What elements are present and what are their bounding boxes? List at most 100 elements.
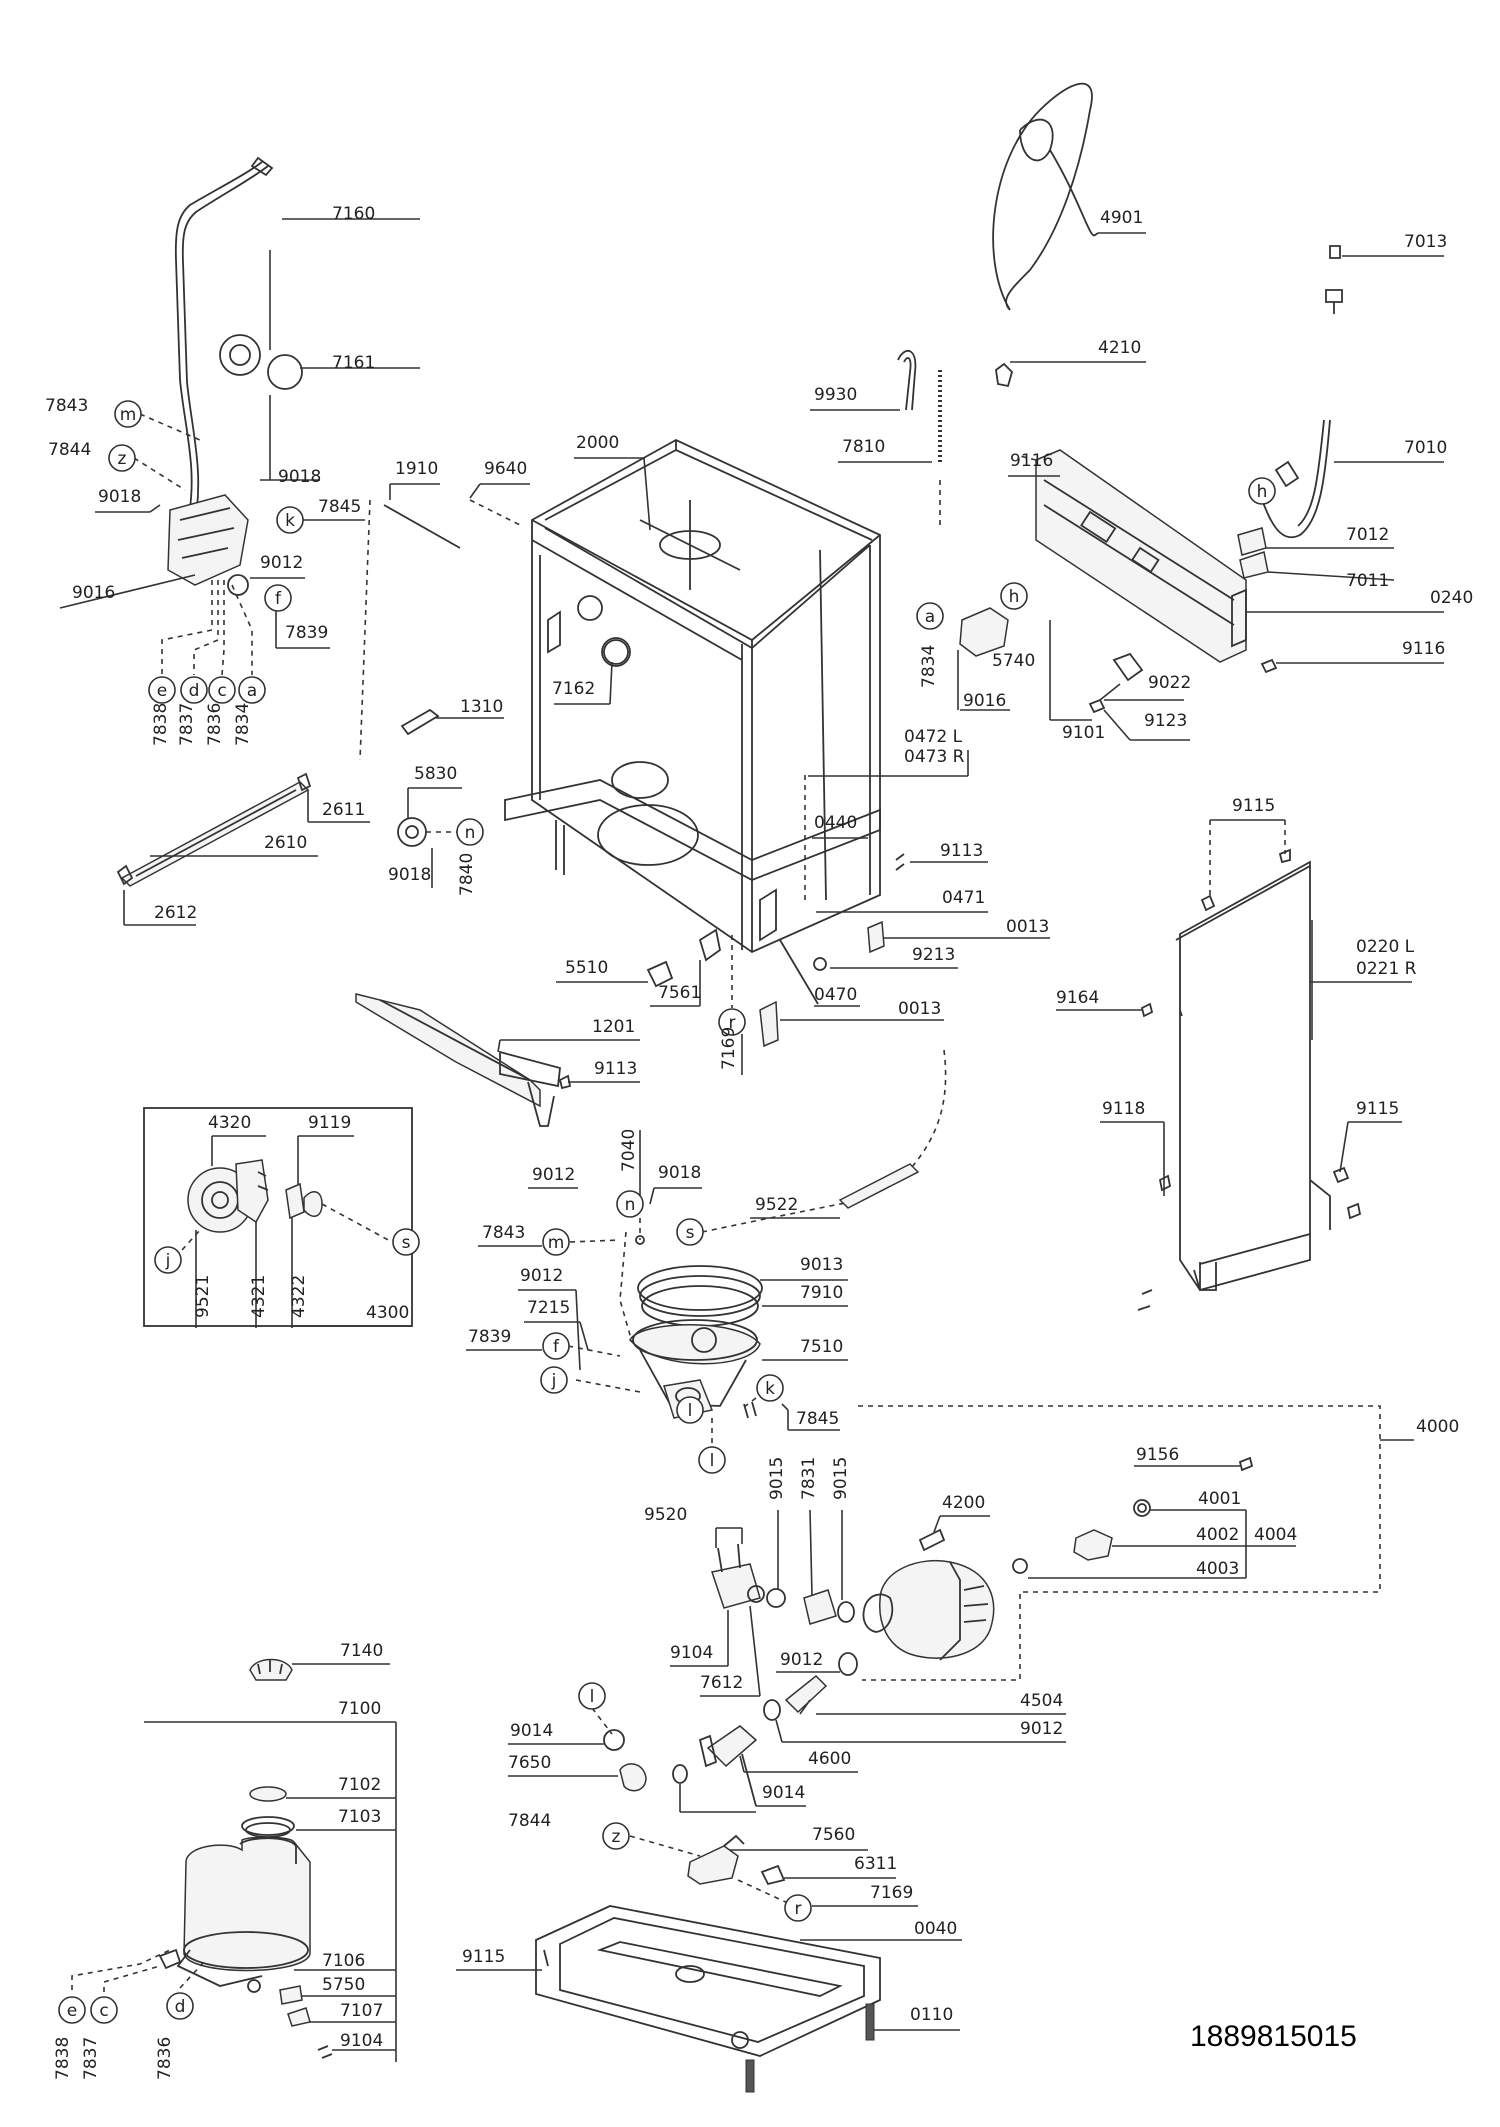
part-label: 7839 [285, 623, 328, 643]
circle-marker-ring [916, 602, 944, 630]
circle-marker: r [784, 1894, 812, 1922]
circle-marker: m [114, 400, 142, 428]
circle-marker: c [208, 676, 236, 704]
part-label: 0440 [814, 813, 857, 833]
part-label: 7140 [340, 1641, 383, 1661]
part-label: 5740 [992, 651, 1035, 671]
part-label: 7844 [48, 440, 91, 460]
part-label: 9156 [1136, 1445, 1179, 1465]
part-label: 0013 [898, 999, 941, 1019]
circle-marker-ring [166, 1992, 194, 2020]
circle-marker-ring [58, 1996, 86, 2024]
part-label-vertical: 9015 [831, 1457, 851, 1500]
circle-marker-letter: z [118, 449, 127, 469]
part-label-vertical: 7040 [619, 1129, 639, 1172]
part-label-vertical: 4321 [249, 1275, 269, 1318]
circle-marker-letter: l [688, 1401, 693, 1421]
circle-marker: n [456, 818, 484, 846]
circle-marker: l [578, 1682, 606, 1710]
circle-marker-ring [1248, 477, 1276, 505]
part-label: 9018 [388, 865, 431, 885]
part-label: 9014 [510, 1721, 553, 1741]
part-label: 7560 [812, 1825, 855, 1845]
part-label: 9013 [800, 1255, 843, 1275]
part-label: 0472 L [904, 727, 963, 747]
part-label: 7845 [318, 497, 361, 517]
part-label: 9520 [644, 1505, 687, 1525]
part-label: 9018 [658, 1163, 701, 1183]
part-label: 7011 [1346, 571, 1389, 591]
part-label: 5830 [414, 764, 457, 784]
part-label-vertical: 7169 [719, 1027, 739, 1070]
circle-marker-ring [602, 1822, 630, 1850]
circle-marker: l [698, 1446, 726, 1474]
circle-marker-letter: f [553, 1337, 560, 1357]
part-label-vertical: 7838 [53, 2037, 73, 2080]
circle-marker-letter: n [625, 1195, 636, 1215]
circle-marker-letter: f [275, 589, 282, 609]
circle-marker-letter: n [465, 823, 476, 843]
part-label: 5510 [565, 958, 608, 978]
circle-marker-letter: c [217, 681, 226, 701]
circle-marker: a [238, 676, 266, 704]
part-label: 9012 [532, 1165, 575, 1185]
circle-marker: m [542, 1228, 570, 1256]
part-label: 0473 R [904, 747, 965, 767]
part-label: 9116 [1402, 639, 1445, 659]
circle-marker: z [602, 1822, 630, 1850]
circle-marker-ring [114, 400, 142, 428]
part-label: 2000 [576, 433, 619, 453]
part-label: 7100 [338, 1699, 381, 1719]
part-label: 4504 [1020, 1691, 1063, 1711]
circle-marker-letter: j [165, 1251, 171, 1271]
spray-arm-pipe-7160 [174, 161, 263, 561]
circle-marker-letter: k [765, 1379, 775, 1399]
part-label: 9116 [1010, 451, 1053, 471]
part-label: 0013 [1006, 917, 1049, 937]
tub-2000 [504, 438, 881, 954]
part-label: 9018 [278, 467, 321, 487]
circle-marker: l [676, 1396, 704, 1424]
part-label-vertical: 7831 [799, 1457, 819, 1500]
part-label: 7103 [338, 1807, 381, 1827]
part-label: 9115 [462, 1947, 505, 1967]
circle-marker-letter: m [548, 1233, 565, 1253]
circle-marker-ring [616, 1190, 644, 1218]
circle-marker: d [180, 676, 208, 704]
circle-marker-ring [180, 676, 208, 704]
part-label: 2611 [322, 800, 365, 820]
part-label: 0220 L [1356, 937, 1415, 957]
part-label: 9123 [1144, 711, 1187, 731]
part-label: 7012 [1346, 525, 1389, 545]
part-label: 4901 [1100, 208, 1143, 228]
part-label: 9115 [1356, 1099, 1399, 1119]
part-label: 4000 [1416, 1417, 1459, 1437]
circle-marker-ring [540, 1366, 568, 1394]
circle-marker: c [90, 1996, 118, 2024]
circle-marker: z [108, 444, 136, 472]
circle-marker-letter: h [1009, 587, 1020, 607]
part-label-vertical: 7840 [457, 853, 477, 896]
circle-marker-ring [208, 676, 236, 704]
part-label: 4001 [1198, 1489, 1241, 1509]
part-label: 9164 [1056, 988, 1099, 1008]
pump-assembly-box-4300 [143, 1107, 413, 1327]
circle-marker-ring [542, 1332, 570, 1360]
circle-marker: r [718, 1008, 746, 1036]
circle-marker-letter: c [99, 2001, 108, 2021]
part-label: 9104 [670, 1643, 713, 1663]
circle-marker-letter: d [175, 1997, 186, 2017]
part-label: 7612 [700, 1673, 743, 1693]
part-label: 9016 [963, 691, 1006, 711]
circle-marker-ring [392, 1228, 420, 1256]
part-label: 7215 [527, 1298, 570, 1318]
part-label: 0221 R [1356, 959, 1417, 979]
circle-marker: h [1000, 582, 1028, 610]
circle-marker: a [916, 602, 944, 630]
part-label: 9213 [912, 945, 955, 965]
part-label: 9012 [520, 1266, 563, 1286]
part-label: 0471 [942, 888, 985, 908]
drawing-number: 1889815015 [1190, 2020, 1357, 2053]
part-label: 9012 [1020, 1719, 1063, 1739]
